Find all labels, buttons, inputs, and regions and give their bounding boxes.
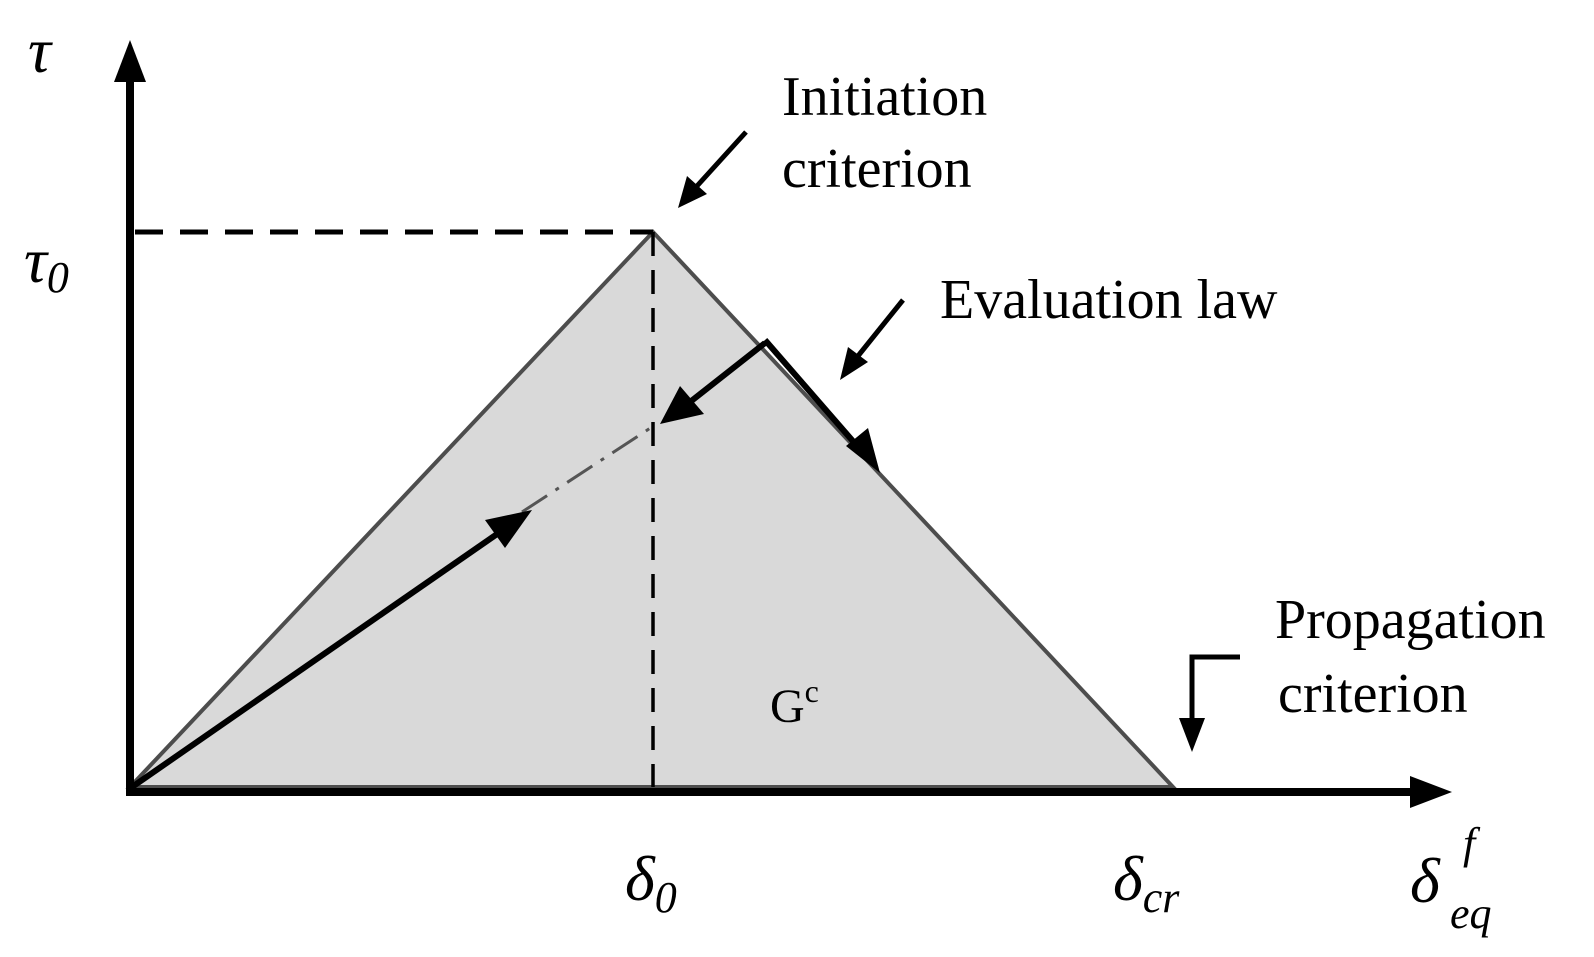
deltacr-sub: cr (1143, 873, 1181, 922)
tau0-sub: 0 (47, 253, 69, 302)
unloading-arrowhead (660, 386, 704, 424)
deltacr-main: δ (1113, 843, 1144, 914)
loading-arrowhead (485, 510, 532, 548)
gc-sup: c (805, 673, 819, 709)
softening-path-line (762, 338, 861, 449)
evaluation-pointer-line (856, 298, 905, 358)
initiation-pointer-arrowhead (678, 176, 707, 208)
unloading-path-line (688, 340, 767, 405)
initiation-label-line1: Initiation (782, 66, 987, 128)
loading-path-line (130, 529, 502, 790)
initiation-pointer-line (695, 130, 748, 188)
tau0-label: τ0 (24, 225, 69, 302)
propagation-label-line2: criterion (1278, 663, 1468, 725)
deltaeq-main: δ (1410, 845, 1441, 916)
y-axis-label: τ (28, 15, 53, 86)
initiation-label-line2: criterion (782, 138, 972, 200)
softening-arrowhead (846, 428, 880, 473)
delta0-label: δ0 (625, 843, 677, 922)
delta0-sub: 0 (655, 873, 677, 922)
unloading-dashdot-line (521, 423, 656, 514)
gc-main: G (770, 680, 805, 733)
propagation-pointer-arrowhead (1179, 718, 1205, 752)
propagation-pointer-line (1189, 654, 1240, 720)
evaluation-label: Evaluation law (940, 269, 1278, 331)
deltaeq-sub: eq (1450, 889, 1492, 938)
deltacr-label: δcr (1113, 843, 1180, 922)
x-axis-arrowhead (1410, 776, 1452, 808)
propagation-label-line1: Propagation (1275, 589, 1546, 651)
fracture-energy-label: Gc (770, 673, 819, 733)
delta0-main: δ (625, 843, 656, 914)
y-axis-arrowhead (114, 40, 146, 82)
evaluation-pointer-arrowhead (840, 347, 868, 380)
deltaeq-sup: f (1463, 819, 1481, 868)
tau0-main: τ (24, 225, 49, 296)
